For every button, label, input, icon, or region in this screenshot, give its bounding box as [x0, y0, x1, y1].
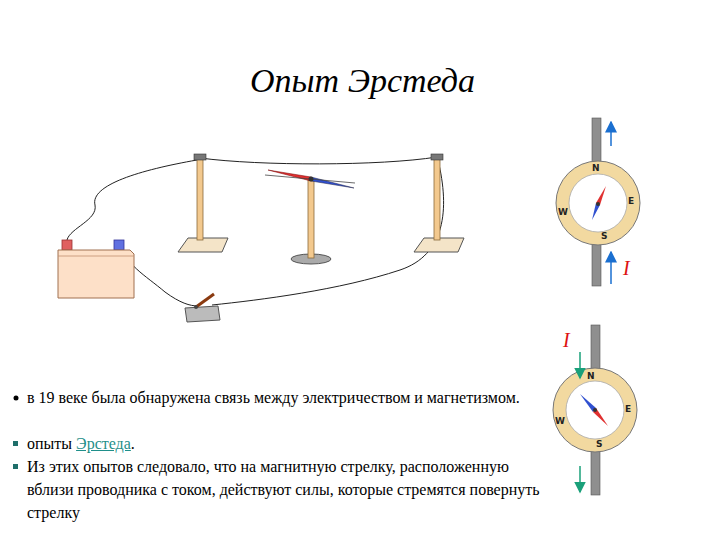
bullet-square — [13, 464, 18, 469]
battery — [58, 240, 134, 298]
compass — [553, 325, 637, 495]
switch — [185, 294, 220, 322]
compass-letter: S — [596, 439, 602, 449]
compass-letter: S — [601, 231, 607, 241]
compass-letter: W — [558, 207, 568, 217]
link-text: Эрстеда — [76, 435, 131, 452]
bullet-text: Из этих опытов следовало, что на магнитн… — [27, 455, 547, 524]
compass — [556, 118, 640, 286]
current-label: I — [563, 330, 570, 350]
stand — [414, 154, 464, 252]
slide-title: Опыт Эрстеда — [250, 62, 475, 100]
bullet-text: в 19 веке была обнаружена связь между эл… — [27, 386, 537, 409]
compass-letter: E — [628, 196, 634, 206]
compass-letter: N — [587, 371, 595, 381]
compass-letter: W — [555, 416, 565, 426]
stand — [178, 154, 228, 252]
current-label: I — [623, 258, 630, 278]
bullet-line: опыты Эрстеда. — [27, 432, 537, 455]
compass-letter: N — [592, 163, 600, 173]
magnetic-needle — [265, 170, 355, 264]
bullet-square — [13, 441, 18, 446]
bullet-dot — [14, 396, 19, 401]
compass-letter: E — [625, 404, 631, 414]
bullet-text: опыты — [27, 435, 72, 452]
bullet-text: . — [131, 435, 135, 452]
